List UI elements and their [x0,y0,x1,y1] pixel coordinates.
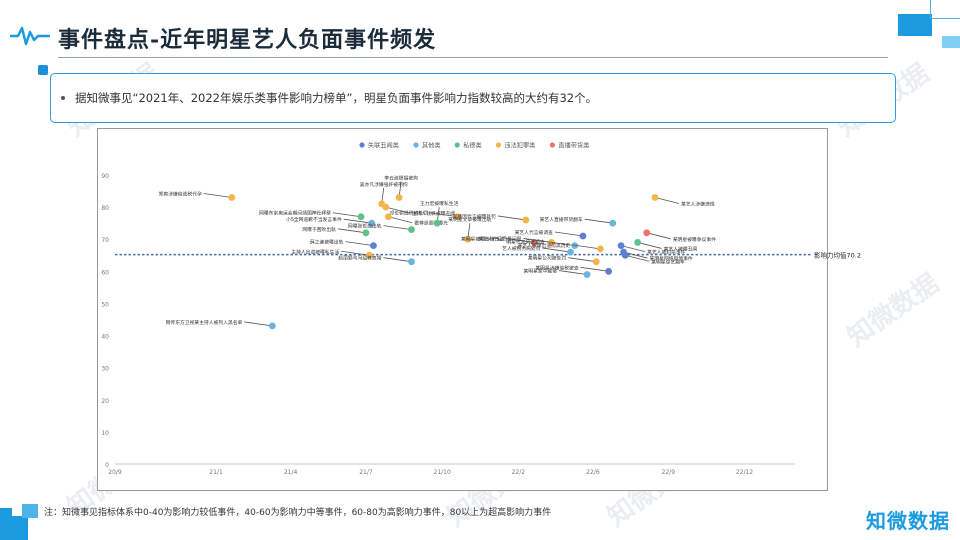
corner-decoration [898,14,932,36]
corner-decoration [0,508,12,516]
corner-decoration [22,504,38,518]
summary-box: 据知微事见“2021年、2022年娱乐类事件影响力榜单”，明星负面事件影响力指数… [50,73,896,123]
summary-marker [38,65,48,75]
summary-text: 据知微事见“2021年、2022年娱乐类事件影响力榜单”，明星负面事件影响力指数… [75,91,598,105]
title-divider [58,57,888,58]
footnote: 注：知微事见指标体系中0-40为影响力较低事件，40-60为影响力中等事件，60… [44,508,552,518]
corner-decoration [0,516,28,540]
corner-decoration [930,0,960,19]
chart-frame [97,128,828,491]
pulse-icon [10,26,50,46]
bullet-dot [61,96,65,100]
corner-decoration [942,36,960,48]
page-title: 事件盘点-近年明星艺人负面事件频发 [58,27,437,53]
brand-logo: 知微数据 [866,509,950,533]
watermark: 知微数据 [842,268,945,353]
